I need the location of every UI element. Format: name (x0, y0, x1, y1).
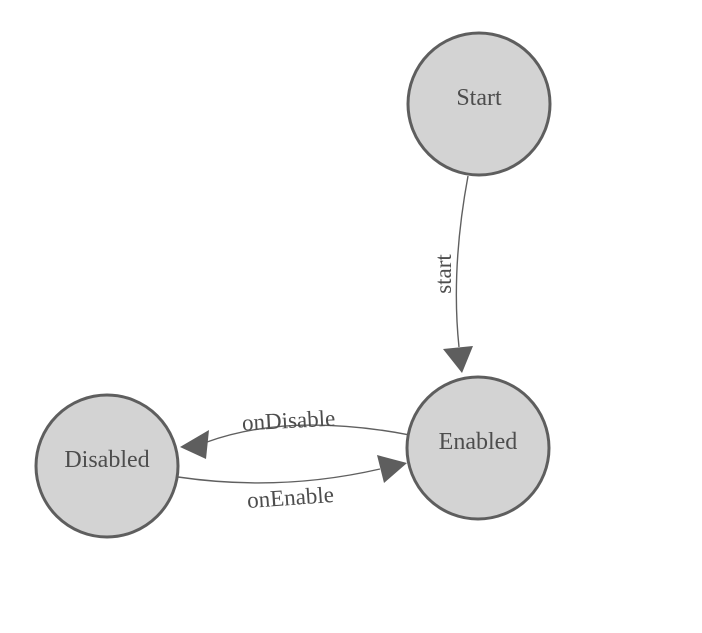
edge-label-onenable: onEnable (246, 482, 334, 513)
state-node-enabled: Enabled (405, 375, 551, 521)
state-node-start: Start (406, 31, 552, 177)
state-node-disabled: Disabled (34, 393, 180, 539)
node-label-start: Start (456, 85, 502, 111)
edge-start-to-enabled-line (455, 175, 469, 348)
edge-label-ondisable: onDisable (241, 406, 335, 436)
node-label-disabled: Disabled (64, 447, 149, 473)
state-node-enabled-circle (405, 375, 551, 521)
edge-enabled-to-disabled: onDisable (180, 406, 411, 459)
edge-start-to-enabled: start (431, 175, 473, 373)
edge-start-to-enabled-arrowhead-icon (443, 346, 473, 373)
edge-disabled-to-enabled: onEnable (177, 455, 407, 513)
edge-enabled-to-disabled-arrowhead-icon (180, 430, 209, 459)
state-node-disabled-circle (34, 393, 180, 539)
edge-disabled-to-enabled-arrowhead-icon (377, 455, 407, 483)
edge-enabled-to-disabled-line (206, 424, 411, 443)
edge-label-start: start (431, 254, 456, 294)
state-node-start-circle (406, 31, 552, 177)
node-label-enabled: Enabled (439, 429, 518, 455)
edge-disabled-to-enabled-line (177, 468, 381, 484)
